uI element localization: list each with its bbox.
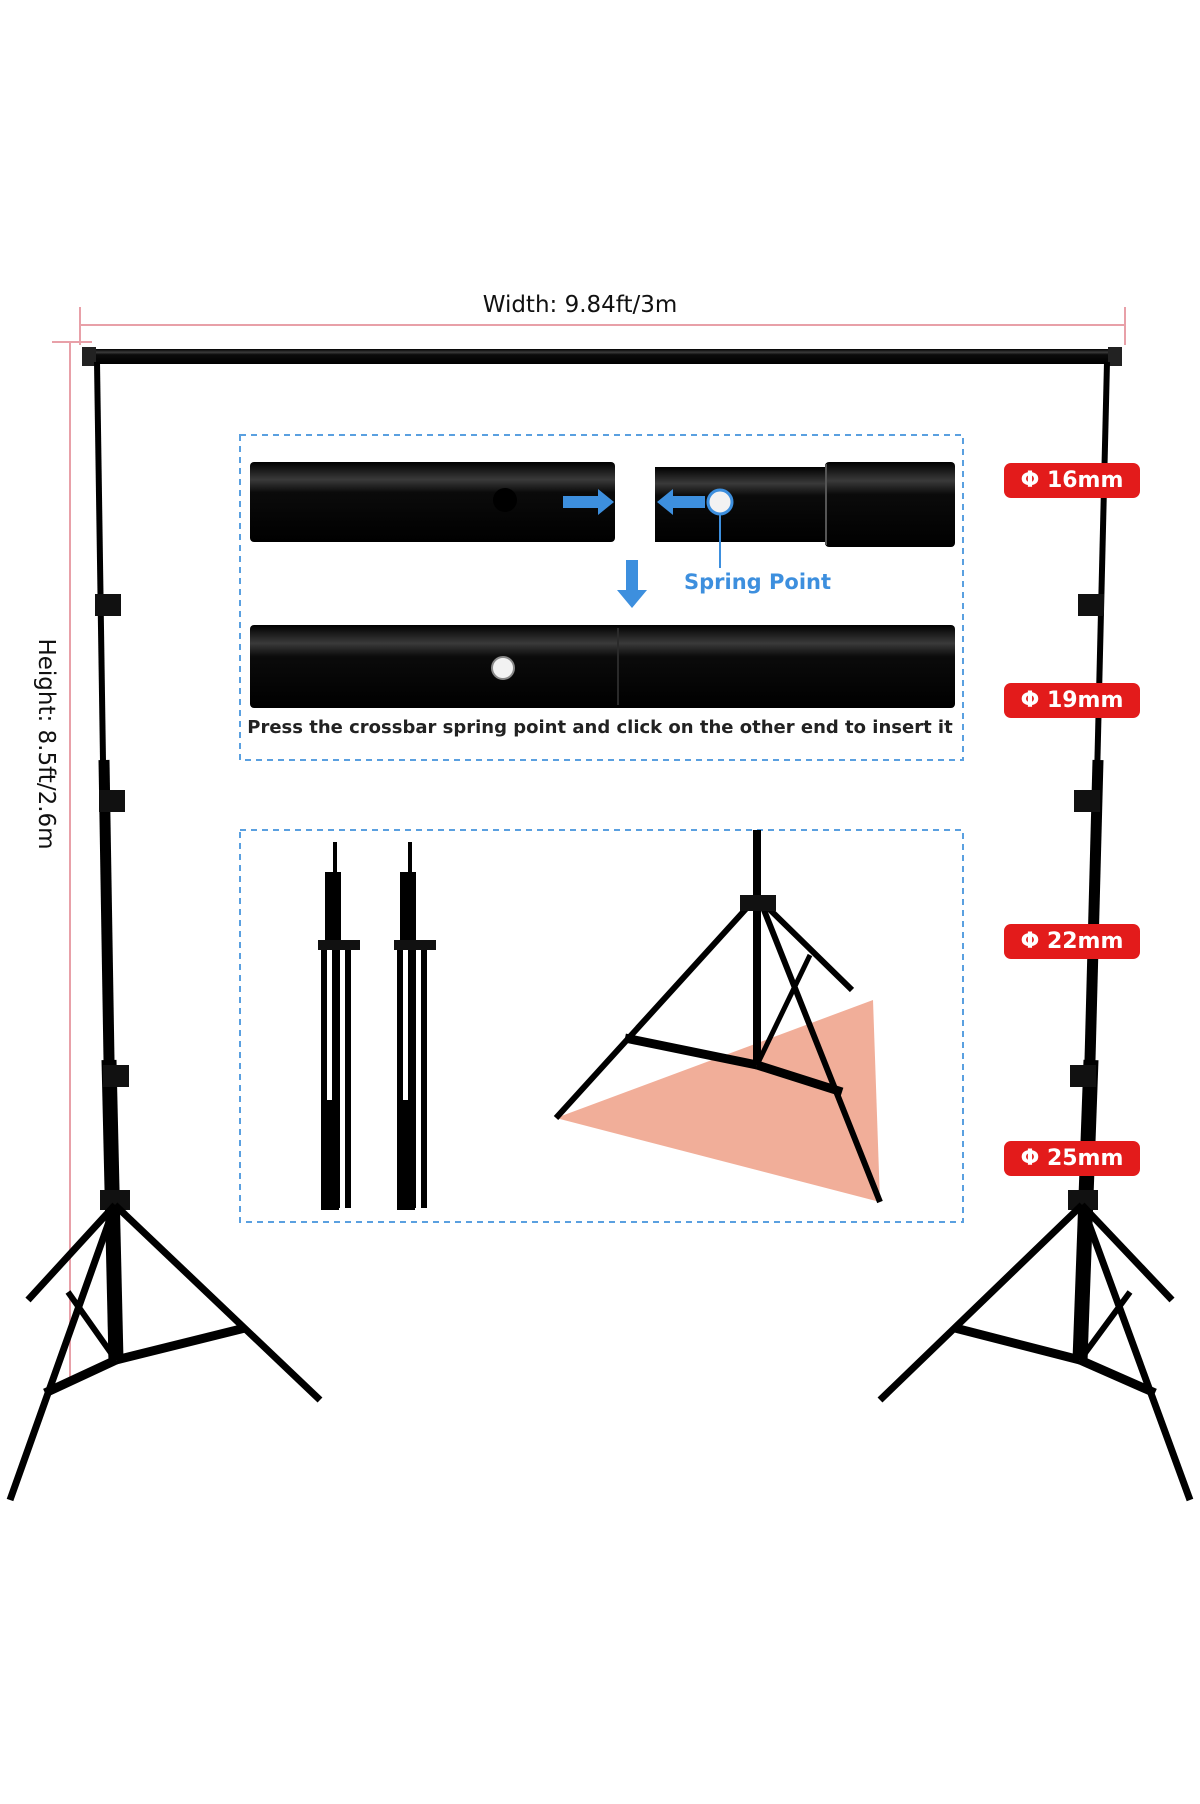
blue-right-arrow-icon bbox=[563, 489, 614, 515]
crossbar bbox=[82, 347, 1122, 366]
right-light-stand bbox=[877, 361, 1194, 1502]
diameter-badge-25mm: Φ 25mm bbox=[1004, 1141, 1140, 1176]
height-label: Height: 8.5ft/2.6m bbox=[33, 638, 59, 850]
footprint-triangle bbox=[556, 1000, 880, 1202]
tripod-base bbox=[553, 830, 883, 1204]
width-label: Width: 9.84ft/3m bbox=[482, 292, 678, 318]
width-dimension-line bbox=[79, 307, 1126, 345]
crossbar-connection-inset bbox=[239, 434, 964, 761]
tripod-footprint-inset bbox=[239, 829, 964, 1223]
spring-point-label: Spring Point bbox=[684, 570, 832, 594]
left-light-stand bbox=[6, 361, 323, 1502]
folded-stand-2 bbox=[394, 842, 436, 1210]
folded-stand-1 bbox=[318, 842, 360, 1210]
diameter-badge-16mm: Φ 16mm bbox=[1004, 463, 1140, 498]
blue-down-arrow-icon bbox=[617, 560, 647, 608]
diameter-badge-19mm: Φ 19mm bbox=[1004, 683, 1140, 718]
diameter-badge-22mm: Φ 22mm bbox=[1004, 924, 1140, 959]
blue-left-arrow-icon bbox=[657, 489, 705, 515]
height-dimension-line bbox=[52, 341, 92, 1380]
connection-instruction: Press the crossbar spring point and clic… bbox=[247, 717, 953, 738]
